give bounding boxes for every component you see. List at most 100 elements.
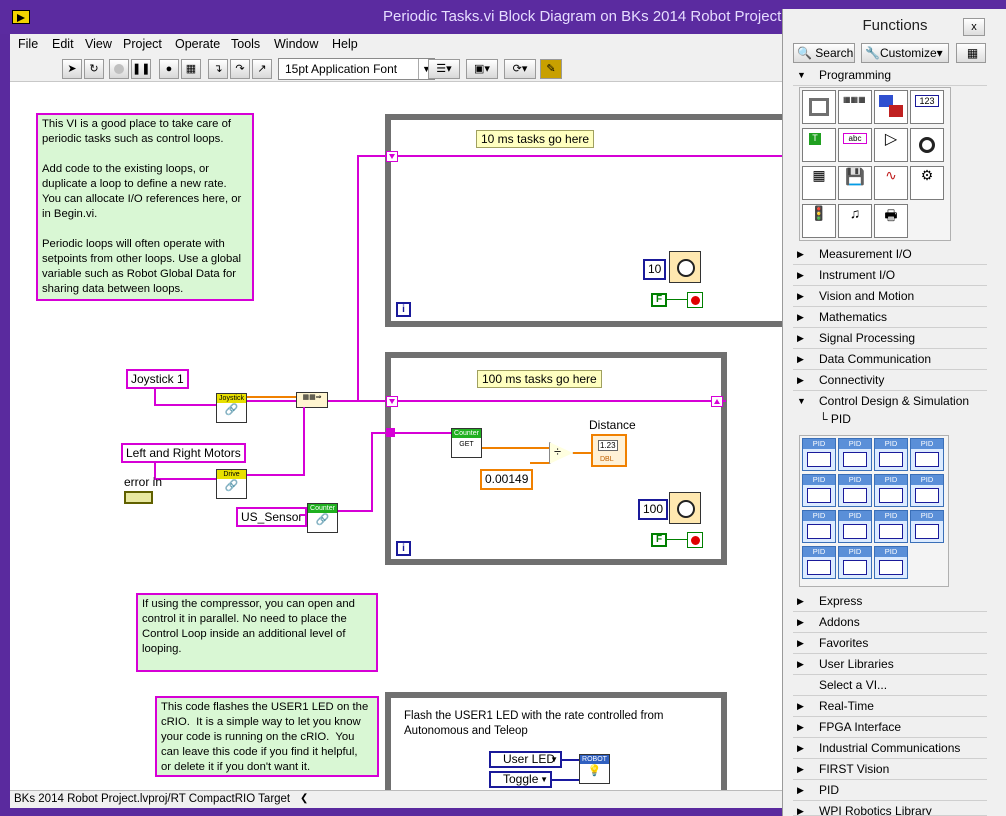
scale-constant[interactable]: 0.00149	[480, 469, 534, 490]
tunnel-top-loop[interactable]	[386, 151, 398, 162]
boolean-icon[interactable]: T	[802, 128, 836, 162]
tunnel-100ms-left[interactable]	[386, 396, 398, 407]
app-control-icon[interactable]: ⚙	[910, 166, 944, 200]
menu-project[interactable]: Project	[123, 37, 162, 51]
step-out-icon[interactable]: ↗	[252, 59, 272, 79]
pause-icon[interactable]: ❚❚	[131, 59, 151, 79]
toggle-ring[interactable]: Toggle▼	[489, 771, 552, 788]
menu-window[interactable]: Window	[274, 37, 319, 51]
joystick-ref-vi[interactable]: Joystick 🔗	[216, 393, 247, 423]
wait-ms-timer-icon[interactable]	[669, 251, 701, 283]
block-diagram[interactable]: This VI is a good place to take care of …	[10, 82, 782, 790]
pid-ramp-icon[interactable]: PID	[874, 510, 908, 543]
palette-customize-button[interactable]: 🔧Customize▾	[861, 43, 949, 63]
category-vision-motion[interactable]: ▶ Vision and Motion	[793, 286, 987, 307]
pid-autotuning-icon[interactable]: PID	[802, 474, 836, 507]
menu-help[interactable]: Help	[332, 37, 358, 51]
sync-icon[interactable]: 🚦	[802, 204, 836, 238]
menu-tools[interactable]: Tools	[231, 37, 261, 51]
waveform-icon[interactable]: ∿	[874, 166, 908, 200]
category-real-time[interactable]: ▶ Real-Time	[793, 696, 987, 717]
scroll-left-icon[interactable]: ❮	[300, 793, 309, 804]
pid-control-input-icon[interactable]: PID	[802, 510, 836, 543]
category-connectivity[interactable]: ▶ Connectivity	[793, 370, 987, 391]
joystick-string-constant[interactable]: Joystick 1	[126, 369, 189, 389]
category-wpi-robotics[interactable]: ▶ WPI Robotics Library	[793, 801, 987, 816]
subcategory-pid[interactable]: └ PID	[819, 412, 851, 426]
wait-10-constant[interactable]: 10	[643, 259, 667, 280]
pid-lead-lag-icon[interactable]: PID	[874, 474, 908, 507]
counter-get-vi[interactable]: Counter GET	[451, 428, 482, 458]
category-mathematics[interactable]: ▶ Mathematics	[793, 307, 987, 328]
pid-advanced-icon[interactable]: PID	[838, 438, 872, 471]
labview-app-icon[interactable]	[12, 10, 30, 24]
pid-scale-icon[interactable]: PID	[874, 546, 908, 579]
comparison-icon[interactable]: ▷	[874, 128, 908, 162]
category-user-libraries[interactable]: ▶ User Libraries	[793, 654, 987, 675]
category-instrument-io[interactable]: ▶ Instrument I/O	[793, 265, 987, 286]
category-express[interactable]: ▶ Express	[793, 591, 987, 612]
run-continuous-icon[interactable]: ↻	[84, 59, 104, 79]
step-into-icon[interactable]: ↴	[208, 59, 228, 79]
category-data-communication[interactable]: ▶ Data Communication	[793, 349, 987, 370]
comment-intro[interactable]: This VI is a good place to take care of …	[36, 113, 254, 301]
bundle-node[interactable]: ▦▦⇒	[296, 392, 328, 408]
label-100ms[interactable]: 100 ms tasks go here	[477, 370, 602, 388]
error-in-control[interactable]	[124, 491, 153, 504]
reorder-icon[interactable]: ⟳▾	[504, 59, 536, 79]
pid-filter-icon[interactable]: PID	[838, 510, 872, 543]
distribute-icon[interactable]: ▣▾	[466, 59, 498, 79]
comment-compressor[interactable]: If using the compressor, you can open an…	[136, 593, 378, 672]
tunnel-counter[interactable]	[386, 428, 395, 437]
while-loop-flash[interactable]	[385, 692, 727, 790]
iteration-terminal[interactable]: i	[396, 302, 411, 317]
category-programming[interactable]: ▼ Programming	[793, 65, 987, 86]
counter-ref-vi[interactable]: Counter 🔗	[307, 503, 338, 533]
array-icon[interactable]: ▦▦▦	[838, 90, 872, 124]
dialog-ui-icon[interactable]: ▦	[802, 166, 836, 200]
menu-file[interactable]: File	[18, 37, 39, 51]
file-io-icon[interactable]: 💾	[838, 166, 872, 200]
comment-flash[interactable]: This code flashes the USER1 LED on the c…	[155, 696, 379, 777]
tunnel-100ms-right[interactable]	[711, 396, 723, 407]
cleanup-icon[interactable]: ✎	[540, 59, 562, 79]
motors-string-constant[interactable]: Left and Right Motors	[121, 443, 246, 463]
run-arrow-icon[interactable]: ➤	[62, 59, 82, 79]
retain-wire-icon[interactable]: ▦	[181, 59, 201, 79]
palette-search-button[interactable]: 🔍 Search	[793, 43, 855, 63]
category-select-vi[interactable]: Select a VI...	[793, 675, 987, 696]
category-pid[interactable]: ▶ PID	[793, 780, 987, 801]
pid-gain-schedule-icon[interactable]: PID	[910, 438, 944, 471]
menu-view[interactable]: View	[85, 37, 112, 51]
timing-icon[interactable]	[910, 128, 944, 162]
distance-indicator[interactable]: 1.23 DBL	[591, 434, 627, 467]
category-fpga-interface[interactable]: ▶ FPGA Interface	[793, 717, 987, 738]
report-gen-icon[interactable]: 🖶	[874, 204, 908, 238]
category-addons[interactable]: ▶ Addons	[793, 612, 987, 633]
graphics-sound-icon[interactable]: ♫	[838, 204, 872, 238]
while-loop-10ms[interactable]	[385, 114, 782, 327]
cluster-icon[interactable]	[874, 90, 908, 124]
palette-pin-button[interactable]: ▦	[956, 43, 986, 63]
category-control-design[interactable]: ▼ Control Design & Simulation	[793, 391, 987, 412]
label-10ms[interactable]: 10 ms tasks go here	[476, 130, 595, 148]
category-favorites[interactable]: ▶ Favorites	[793, 633, 987, 654]
category-industrial-comms[interactable]: ▶ Industrial Communications	[793, 738, 987, 759]
pid-icon[interactable]: PID	[802, 438, 836, 471]
drive-ref-vi[interactable]: Drive 🔗	[216, 469, 247, 499]
pid-multiple-icon[interactable]: PID	[838, 474, 872, 507]
category-signal-processing[interactable]: ▶ Signal Processing	[793, 328, 987, 349]
category-measurement-io[interactable]: ▶ Measurement I/O	[793, 244, 987, 265]
false-constant-100[interactable]: F	[651, 533, 667, 547]
iteration-terminal-100[interactable]: i	[396, 541, 411, 556]
highlight-execution-icon[interactable]: ●	[159, 59, 179, 79]
user-led-ring[interactable]: User LED▼	[489, 751, 562, 768]
align-icon[interactable]: ☰▾	[428, 59, 460, 79]
pid-derivative-icon[interactable]: PID	[802, 546, 836, 579]
us-sensor-string-constant[interactable]: US_Sensor	[236, 507, 308, 527]
wait-ms-timer-100-icon[interactable]	[669, 492, 701, 524]
pid-setpoint-icon[interactable]: PID	[910, 474, 944, 507]
pid-output-rate-icon[interactable]: PID	[910, 510, 944, 543]
step-over-icon[interactable]: ↷	[230, 59, 250, 79]
stop-terminal-icon[interactable]	[687, 292, 703, 308]
